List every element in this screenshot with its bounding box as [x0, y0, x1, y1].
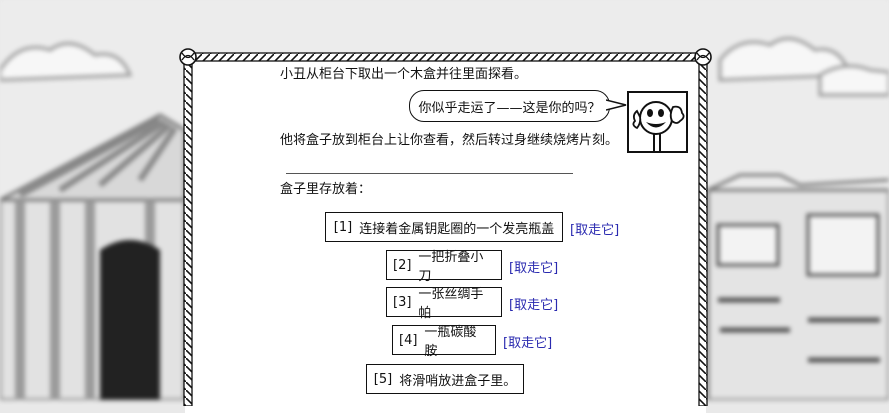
speech-tail-icon	[606, 99, 627, 111]
speech-bubble-text: 你似乎走运了——这是你的吗？	[418, 100, 601, 116]
item-1-label: 连接着金属钥匙圈的一个发亮瓶盖	[359, 221, 555, 237]
item-2-number: [2]	[393, 257, 412, 273]
take-item-2-link[interactable]: [取走它]	[509, 261, 559, 276]
item-2-label: 一把折叠小刀	[418, 250, 484, 284]
box-heading: 盒子里存放着：	[280, 182, 372, 197]
item-4-number: [4]	[399, 332, 418, 348]
take-item-4-link[interactable]: [取走它]	[503, 336, 553, 351]
item-4-label: 一瓶碳酸胺	[424, 325, 477, 359]
item-5-label: 将滑哨放进盒子里。	[399, 373, 517, 389]
clown-portrait	[627, 91, 688, 153]
item-2: [2] 一把折叠小刀	[386, 250, 502, 284]
story-intro: 小丑从柜台下取出一个木盒并往里面探看。	[280, 67, 528, 82]
item-5-number: [5]	[373, 371, 393, 387]
item-1-number: [1]	[333, 219, 353, 235]
story-action: 他将盒子放到柜台上让你查看，然后转过身继续烧烤片刻。	[280, 133, 619, 148]
take-item-3-link[interactable]: [取走它]	[509, 298, 559, 313]
item-3-number: [3]	[393, 294, 412, 310]
speech-bubble: 你似乎走运了——这是你的吗？	[409, 90, 610, 122]
divider-line	[286, 173, 573, 174]
item-4: [4] 一瓶碳酸胺	[392, 325, 496, 359]
item-3-label: 一张丝绸手帕	[418, 287, 484, 321]
item-3: [3] 一张丝绸手帕	[386, 287, 502, 321]
take-item-1-link[interactable]: [取走它]	[570, 223, 620, 238]
put-whistle-in-box-button[interactable]: [5] 将滑哨放进盒子里。	[366, 364, 524, 394]
clown-face-icon	[632, 101, 685, 151]
item-1: [1] 连接着金属钥匙圈的一个发亮瓶盖	[325, 212, 563, 242]
